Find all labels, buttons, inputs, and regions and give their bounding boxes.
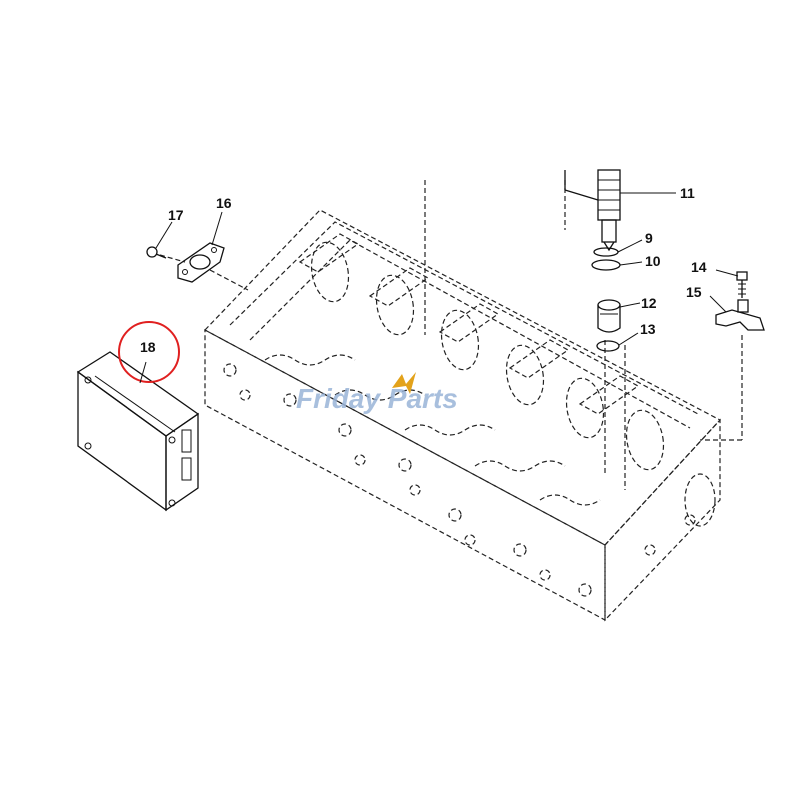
cam-towers	[298, 233, 640, 415]
fuel-injector	[564, 169, 621, 252]
callout-12: 12	[641, 295, 657, 311]
callout-10: 10	[645, 253, 661, 269]
ecu-module	[76, 351, 200, 512]
callout-17: 17	[168, 207, 184, 223]
callout-13: 13	[640, 321, 656, 337]
highlight-circle	[118, 321, 180, 383]
cap-screw	[146, 246, 167, 259]
o-ring-lower	[591, 259, 621, 271]
callout-16: 16	[216, 195, 232, 211]
o-ring-upper	[593, 247, 619, 257]
watermark-logo-icon	[392, 372, 416, 394]
watermark: Friday Parts	[296, 372, 458, 414]
port-openings	[310, 241, 716, 527]
callout-15: 15	[686, 284, 702, 300]
leader-lines	[139, 192, 739, 384]
callout-11: 11	[680, 185, 695, 201]
callout-labels: 11 9 10 12 13 14 15 16 17 18	[140, 185, 707, 355]
watermark-text: Friday Parts	[296, 383, 458, 414]
injector-clamp	[715, 299, 765, 331]
clamp-bolt	[736, 271, 748, 298]
sleeve-seal	[596, 340, 620, 352]
callout-9: 9	[645, 230, 653, 246]
front-bolt-holes	[223, 363, 696, 597]
callout-14: 14	[691, 259, 707, 275]
gasket-plate	[177, 242, 225, 283]
deck-details	[264, 354, 601, 506]
injector-sleeve	[597, 299, 621, 333]
cylinder-head	[204, 209, 721, 622]
callout-18: 18	[140, 339, 156, 355]
